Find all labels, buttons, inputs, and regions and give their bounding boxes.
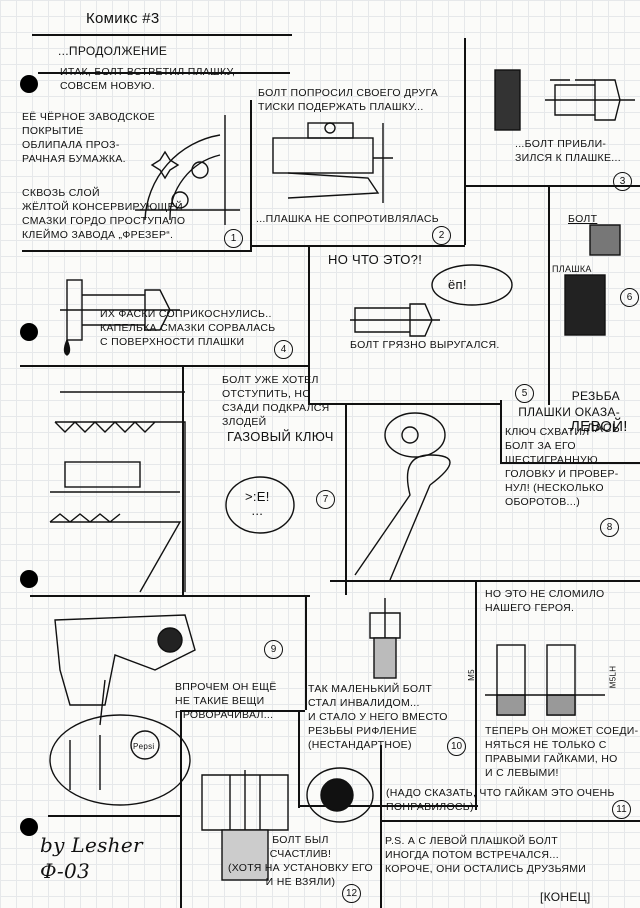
panel-number-6: 6 [620, 288, 639, 307]
panel-border [464, 185, 640, 187]
panel-border [475, 580, 477, 810]
panel-border [180, 710, 305, 712]
panel-2-text: Болт попросил своего друга тиски подержа… [258, 87, 439, 113]
panel-border [500, 400, 502, 462]
panel-6-die-label: плашка [552, 264, 592, 274]
panel-border [308, 245, 310, 405]
panel-7-villain: газовый ключ [227, 429, 334, 444]
panel-10-text: Так маленький болт стал инвалидом... и с… [308, 683, 448, 751]
bolt-drawing [350, 303, 440, 337]
vise-jaw-drawing [49, 391, 186, 593]
panel-5-caption: Болт грязно выругался. [350, 339, 500, 351]
binder-hole [20, 75, 38, 93]
comic-title: Комикс #3 [86, 10, 160, 27]
panel-11-text: Теперь он может соеди- няться не только … [485, 725, 639, 779]
panel-6-bolt-label: болт [568, 213, 598, 225]
panel-border [298, 710, 300, 808]
knurled-bolt-drawing [369, 598, 401, 679]
bolt-approaching-die-drawing [494, 69, 635, 131]
panel-6-left: левой! [570, 418, 628, 435]
bolt-touching-die-drawing [60, 279, 180, 356]
panel-number-1: 1 [224, 229, 243, 248]
comic-subtitle: ...продолжение [58, 44, 168, 58]
divider [38, 72, 290, 74]
bottle-opener-wrench-drawing [49, 614, 196, 806]
panel-7-text: Болт уже хотел отступить, но сзади подкр… [222, 374, 330, 428]
panel-border [20, 365, 310, 367]
panel-9-text: Впрочем он ещё не такие вещи проворачива… [175, 681, 277, 721]
panel-border [298, 805, 478, 807]
panel-border [330, 580, 640, 582]
panel-3-text: ...болт прибли- зился к плашке... [515, 138, 621, 164]
panel-number-2: 2 [432, 226, 451, 245]
panel-6-text: резьба плашки оказа- лась [518, 389, 620, 435]
panel-number-10: 10 [447, 737, 466, 756]
author-signature: by Lesher Ф-03 [40, 833, 143, 883]
panel-1-coating: Её чёрное заводское покрытие облипала пр… [22, 111, 156, 165]
panel-border [305, 595, 307, 710]
panel-border [345, 405, 347, 595]
thought-cloud [225, 476, 295, 534]
panel-border [48, 815, 180, 817]
panel-border [250, 100, 252, 250]
panel-border [250, 245, 465, 247]
vise-drawing [272, 122, 393, 203]
panel-8-text: Ключ схватил болт за его шестигранную го… [505, 426, 619, 508]
binder-hole [20, 570, 38, 588]
panel-11-intro: Но это не сломило нашего героя. [485, 588, 605, 614]
panel-11-note: (надо сказать, что гайкам это очень понр… [386, 787, 615, 813]
postscript-text: P.S. А с левой плашкой болт иногда потом… [385, 835, 587, 875]
panel-number-8: 8 [600, 518, 619, 537]
panel-2-caption: ...плашка не сопротивлялась [256, 213, 439, 225]
panel-12-text: Болт был счастлив! (хотя на установку ег… [228, 834, 373, 888]
panel-border [500, 462, 640, 464]
binder-hole [20, 818, 38, 836]
die-quarter-drawing [135, 115, 240, 225]
the-end: [Конец] [540, 890, 591, 904]
panel-number-9: 9 [264, 640, 283, 659]
panel-border [380, 820, 640, 822]
panel-number-11: 11 [612, 800, 631, 819]
panel-border [180, 710, 182, 908]
panel-number-4: 4 [274, 340, 293, 359]
panel-7-thought: >:E! ... [245, 489, 270, 518]
divider [32, 34, 292, 36]
panel-number-12: 12 [342, 884, 361, 903]
happy-bolt-drawing [201, 770, 289, 881]
panel-border [30, 595, 310, 597]
panel-border [22, 250, 252, 252]
panel-5-question: Но что это?! [328, 252, 423, 267]
panel-number-5: 5 [515, 384, 534, 403]
panel-border [548, 187, 550, 405]
panel-number-3: 3 [613, 172, 632, 191]
panel-5-exclamation: ёп! [448, 277, 467, 292]
nuts-drawing [485, 644, 605, 716]
nut-label-m5lh: M5LH [608, 665, 618, 689]
nut-label-m5: M5 [466, 669, 476, 681]
panel-border [464, 38, 466, 245]
panel-1-intro: Итак, болт встретил плашку, совсем новую… [60, 66, 236, 92]
panel-number-7: 7 [316, 490, 335, 509]
left-thread-die-drawing [564, 224, 621, 336]
pepsi-cap-text: Pepsi [133, 742, 155, 751]
panel-4-text: Их фаски соприкоснулись.. капелька смазк… [100, 308, 276, 348]
panel-border [308, 403, 500, 405]
speech-bubble [431, 264, 513, 306]
binder-hole [20, 323, 38, 341]
yin-yang-thought [306, 767, 374, 823]
panel-border [182, 365, 184, 595]
panel-border [380, 745, 382, 908]
pipe-wrench-grabbing-bolt-drawing [354, 412, 451, 581]
